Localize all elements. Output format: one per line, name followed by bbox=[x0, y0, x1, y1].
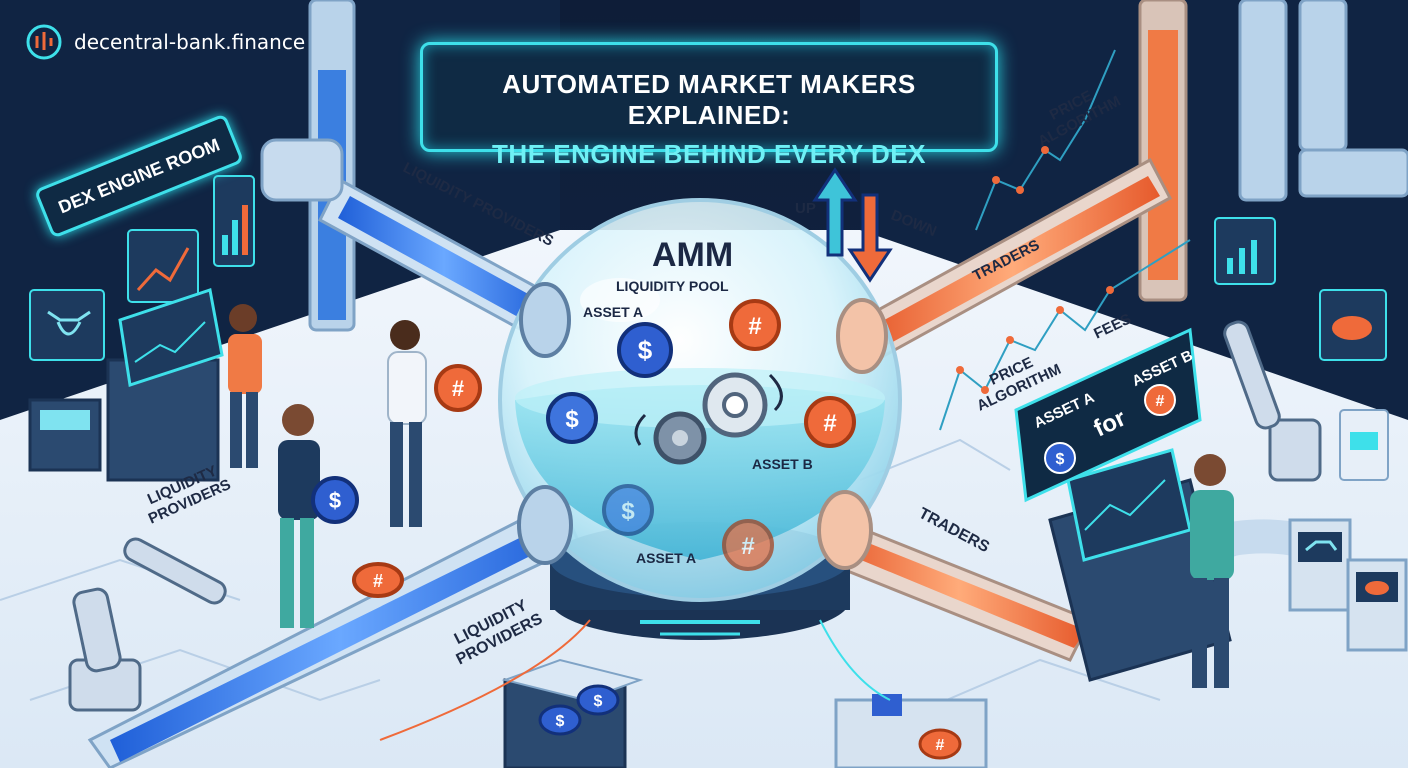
chart-icon bbox=[127, 229, 199, 303]
svg-text:#: # bbox=[1156, 393, 1165, 410]
chart-icon bbox=[213, 175, 255, 267]
svg-text:#: # bbox=[452, 376, 464, 401]
svg-text:#: # bbox=[373, 571, 383, 591]
svg-text:$: $ bbox=[621, 498, 635, 525]
robot-arm-left bbox=[68, 537, 227, 712]
svg-text:$: $ bbox=[556, 713, 565, 730]
hash-coin-icon: # bbox=[352, 562, 404, 598]
dollar-coin-icon: $ bbox=[617, 322, 673, 378]
dollar-coin-icon: $ bbox=[538, 704, 582, 736]
dollar-coin-icon: $ bbox=[602, 484, 654, 536]
hash-coin-icon: # bbox=[918, 728, 962, 760]
bull-icon bbox=[29, 289, 105, 361]
svg-text:$: $ bbox=[565, 406, 579, 433]
pool-asset-a-label-top: ASSET A bbox=[583, 304, 644, 320]
pool-asset-a-label-bottom: ASSET A bbox=[636, 550, 697, 566]
page-subtitle: THE ENGINE BEHIND EVERY DEX bbox=[492, 139, 926, 169]
svg-text:$: $ bbox=[329, 488, 341, 513]
title-panel: AUTOMATED MARKET MAKERS EXPLAINED: THE E… bbox=[420, 42, 998, 169]
arrow-up-icon bbox=[812, 167, 858, 257]
dollar-coin-icon: $ bbox=[576, 684, 620, 716]
logo-icon bbox=[26, 24, 62, 60]
dollar-coin-icon: $ bbox=[1044, 442, 1076, 474]
bull-icon bbox=[1298, 532, 1342, 562]
svg-text:#: # bbox=[936, 737, 945, 754]
brand[interactable]: decentral-bank.finance bbox=[24, 22, 305, 62]
chart-icon bbox=[1214, 217, 1276, 285]
hash-coin-icon: # bbox=[804, 396, 856, 448]
robot-arm-right bbox=[1223, 320, 1322, 482]
pool-name: AMM bbox=[652, 236, 734, 274]
pool-asset-b-label: ASSET B bbox=[752, 456, 813, 472]
hash-coin-icon: # bbox=[434, 364, 482, 412]
hash-coin-icon: # bbox=[722, 519, 774, 571]
svg-text:#: # bbox=[748, 313, 761, 340]
label-up: UP bbox=[795, 200, 816, 217]
page-title: AUTOMATED MARKET MAKERS EXPLAINED: bbox=[502, 69, 916, 130]
chart-icon bbox=[1339, 409, 1389, 481]
bear-icon bbox=[1319, 289, 1387, 361]
person-trader bbox=[1190, 454, 1234, 688]
arrow-down-icon bbox=[847, 193, 893, 283]
hash-coin-icon: # bbox=[1144, 384, 1176, 416]
pipe-network-top bbox=[260, 0, 1408, 361]
dollar-coin-icon: $ bbox=[546, 392, 598, 444]
svg-text:#: # bbox=[823, 410, 836, 437]
bear-icon bbox=[1356, 572, 1398, 602]
dollar-coin-icon: $ bbox=[311, 476, 359, 524]
svg-text:$: $ bbox=[594, 693, 603, 710]
svg-text:#: # bbox=[741, 533, 754, 560]
svg-text:$: $ bbox=[1056, 451, 1065, 468]
brand-name: decentral-bank.finance bbox=[74, 30, 306, 54]
person-operator bbox=[228, 304, 262, 468]
hash-coin-icon: # bbox=[729, 299, 781, 351]
svg-text:$: $ bbox=[638, 335, 653, 365]
person-provider-1 bbox=[278, 404, 320, 628]
person-provider-2 bbox=[387, 320, 427, 527]
pool-subtitle: LIQUIDITY POOL bbox=[616, 278, 729, 294]
gear-icon bbox=[653, 372, 768, 465]
